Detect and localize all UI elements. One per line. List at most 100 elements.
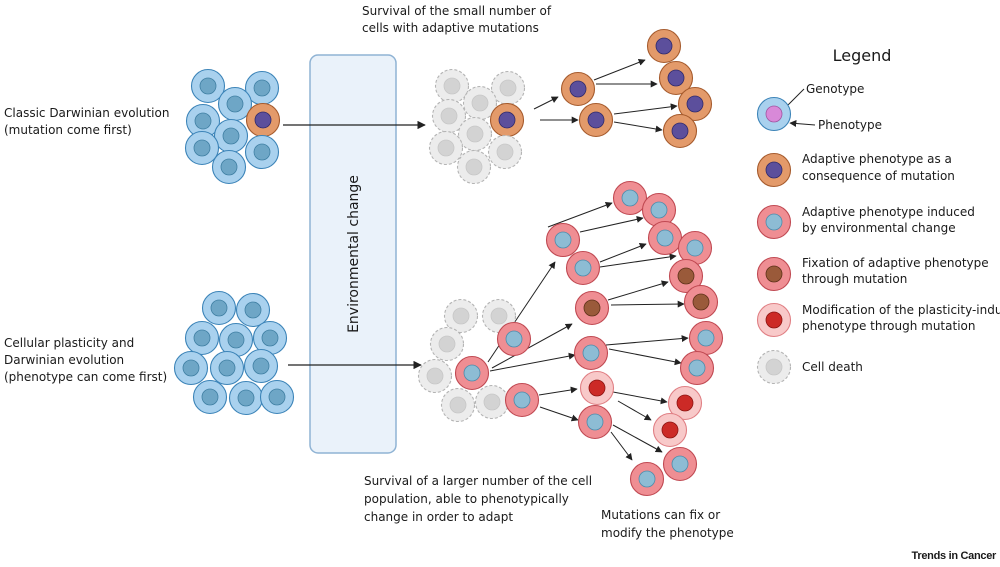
cell-nucleus [193, 139, 211, 157]
plasticity-expansion-8-induced-cell [647, 220, 683, 256]
cell-nucleus [237, 389, 255, 407]
classic-after-7-dead-cell [487, 134, 523, 170]
mutations-label-1: Mutations can fix or [601, 508, 720, 522]
plasticity-expansion-14-modified-cell [667, 385, 703, 421]
phenotype-pointer [789, 120, 816, 127]
cell-nucleus [227, 331, 245, 349]
cell-nucleus [465, 158, 483, 176]
cell-nucleus [554, 231, 572, 249]
cell-nucleus [588, 379, 606, 397]
classic-initial-4-mutation-cell [245, 102, 281, 138]
legend-mutation-label-2: consequence of mutation [802, 169, 955, 183]
plasticity-arrow-15 [612, 424, 663, 453]
cell-nucleus [483, 393, 501, 411]
legend-phenotype-label: Phenotype [818, 118, 882, 132]
plasticity-initial-1-normal-cell [235, 292, 271, 328]
cell-nucleus [244, 301, 262, 319]
cell-nucleus [677, 267, 695, 285]
classic-after-1-dead-cell [490, 70, 526, 106]
cell-nucleus [765, 105, 783, 123]
survival-small-label-1: Survival of the small number of [362, 4, 552, 18]
cell-nucleus [210, 299, 228, 317]
survival-large-label-3: change in order to adapt [364, 510, 513, 524]
cell-layer [173, 28, 792, 497]
cell-nucleus [765, 358, 783, 376]
mutations-label-2: modify the phenotype [601, 526, 734, 540]
cell-nucleus [765, 213, 783, 231]
plasticity-expansion-13-induced-cell [679, 350, 715, 386]
classic-expansion-4-mutation-cell [677, 86, 713, 122]
cell-nucleus [587, 111, 605, 129]
plasticity-after-3-induced-cell [496, 321, 532, 357]
cell-nucleus [261, 329, 279, 347]
legend-death-dead-cell [756, 349, 792, 385]
plasticity-arrow-6 [579, 215, 644, 233]
plasticity-expansion-0-induced-cell [545, 222, 581, 258]
cell-nucleus [254, 111, 272, 129]
plasticity-initial-3-normal-cell [218, 322, 254, 358]
legend-modification-label-1: Modification of the plasticity-induced [802, 303, 1000, 317]
classic-initial-8-normal-cell [211, 149, 247, 185]
survival-large-label-1: Survival of a larger number of the cell [364, 474, 592, 488]
classic-initial-6-normal-cell [184, 130, 220, 166]
plasticity-arrow-5 [547, 201, 613, 228]
classic-arrow-6 [613, 121, 663, 133]
cell-nucleus [686, 95, 704, 113]
plasticity-after-2-dead-cell [429, 326, 465, 362]
classic-evolution-label-1: Classic Darwinian evolution [4, 106, 169, 120]
cell-nucleus [253, 143, 271, 161]
cell-nucleus [671, 455, 689, 473]
legend-induced-label-1: Adaptive phenotype induced [802, 205, 975, 219]
classic-initial-2-normal-cell [217, 86, 253, 122]
cell-nucleus [443, 77, 461, 95]
cell-nucleus [505, 330, 523, 348]
plasticity-expansion-1-induced-cell [565, 250, 601, 286]
cell-nucleus [440, 107, 458, 125]
classic-expansion-2-mutation-cell [646, 28, 682, 64]
survival-small-label-2: cells with adaptive mutations [362, 21, 539, 35]
arrow-layer [487, 59, 689, 461]
cell-nucleus [253, 79, 271, 97]
plasticity-initial-5-normal-cell [173, 350, 209, 386]
cell-nucleus [676, 394, 694, 412]
plasticity-label-1: Cellular plasticity and [4, 336, 134, 350]
plasticity-initial-8-normal-cell [192, 379, 228, 415]
legend-death-label: Cell death [802, 360, 863, 374]
classic-expansion-5-mutation-cell [662, 113, 698, 149]
plasticity-arrow-7 [599, 243, 647, 263]
plasticity-expansion-11-fixation-cell [683, 284, 719, 320]
plasticity-arrow-4 [539, 406, 579, 422]
plasticity-after-0-dead-cell [443, 298, 479, 334]
cell-nucleus [499, 79, 517, 97]
cell-nucleus [650, 201, 668, 219]
plasticity-arrow-8 [599, 253, 677, 268]
classic-arrow-3 [593, 59, 646, 81]
cell-nucleus [583, 299, 601, 317]
classic-expansion-0-mutation-cell [560, 71, 596, 107]
cell-nucleus [193, 329, 211, 347]
plasticity-arrow-1 [491, 323, 573, 369]
cell-nucleus [222, 127, 240, 145]
plasticity-expansion-9-induced-cell [677, 230, 713, 266]
classic-expansion-1-mutation-cell [578, 102, 614, 138]
cell-nucleus [438, 335, 456, 353]
cell-nucleus [692, 293, 710, 311]
cell-nucleus [218, 359, 236, 377]
classic-evolution-label-2: (mutation come first) [4, 123, 132, 137]
cell-nucleus [471, 94, 489, 112]
cell-nucleus [661, 421, 679, 439]
plasticity-arrow-11 [605, 335, 689, 346]
classic-arrow-5 [613, 103, 678, 115]
legend-modification-modified-cell [756, 302, 792, 338]
classic-after-3-dead-cell [431, 98, 467, 134]
plasticity-expansion-4-modified-cell [579, 370, 615, 406]
brand-label: Trends in Cancer [912, 550, 997, 562]
cell-nucleus [574, 259, 592, 277]
cell-nucleus [765, 265, 783, 283]
environmental-change-box [309, 54, 397, 454]
plasticity-initial-0-normal-cell [201, 290, 237, 326]
plasticity-arrow-16 [610, 431, 633, 461]
legend-mutation-mutation-cell [756, 152, 792, 188]
plasticity-arrow-13 [612, 391, 668, 405]
